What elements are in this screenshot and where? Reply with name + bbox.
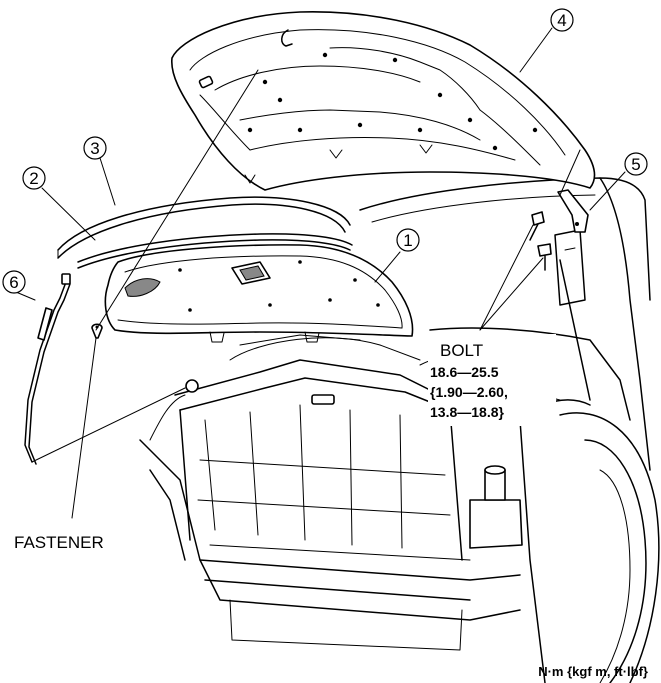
leader-lines [15, 27, 626, 519]
hood-insulator [104, 244, 414, 343]
hood-stay [24, 273, 71, 465]
bolt-label: BOLT [440, 341, 483, 360]
callout-2: 2 [22, 166, 46, 190]
torque-line-2: {1.90—2.60, [430, 384, 508, 400]
seal-rubber-lower [77, 233, 353, 269]
hinge-bolts [529, 189, 589, 271]
fastener-label: FASTENER [14, 533, 104, 552]
callout-1: 1 [396, 228, 420, 252]
vehicle-body [139, 177, 660, 683]
torque-line-1: 18.6—25.5 [430, 364, 499, 380]
fastener-part [91, 323, 103, 339]
units-legend: N·m {kgf m, ft·lbf} [538, 664, 648, 679]
seal-rubber-upper [57, 196, 351, 259]
svg-text:3: 3 [90, 139, 99, 158]
svg-text:5: 5 [631, 155, 640, 174]
svg-text:1: 1 [403, 231, 412, 250]
callout-5: 5 [624, 152, 648, 176]
svg-text:4: 4 [557, 11, 566, 30]
svg-text:6: 6 [9, 273, 18, 292]
callout-6: 6 [2, 270, 26, 294]
svg-text:2: 2 [29, 169, 38, 188]
callout-4: 4 [550, 8, 574, 32]
callout-3: 3 [83, 136, 107, 160]
torque-line-3: 13.8—18.8} [430, 404, 504, 420]
hood-panel [171, 11, 596, 191]
